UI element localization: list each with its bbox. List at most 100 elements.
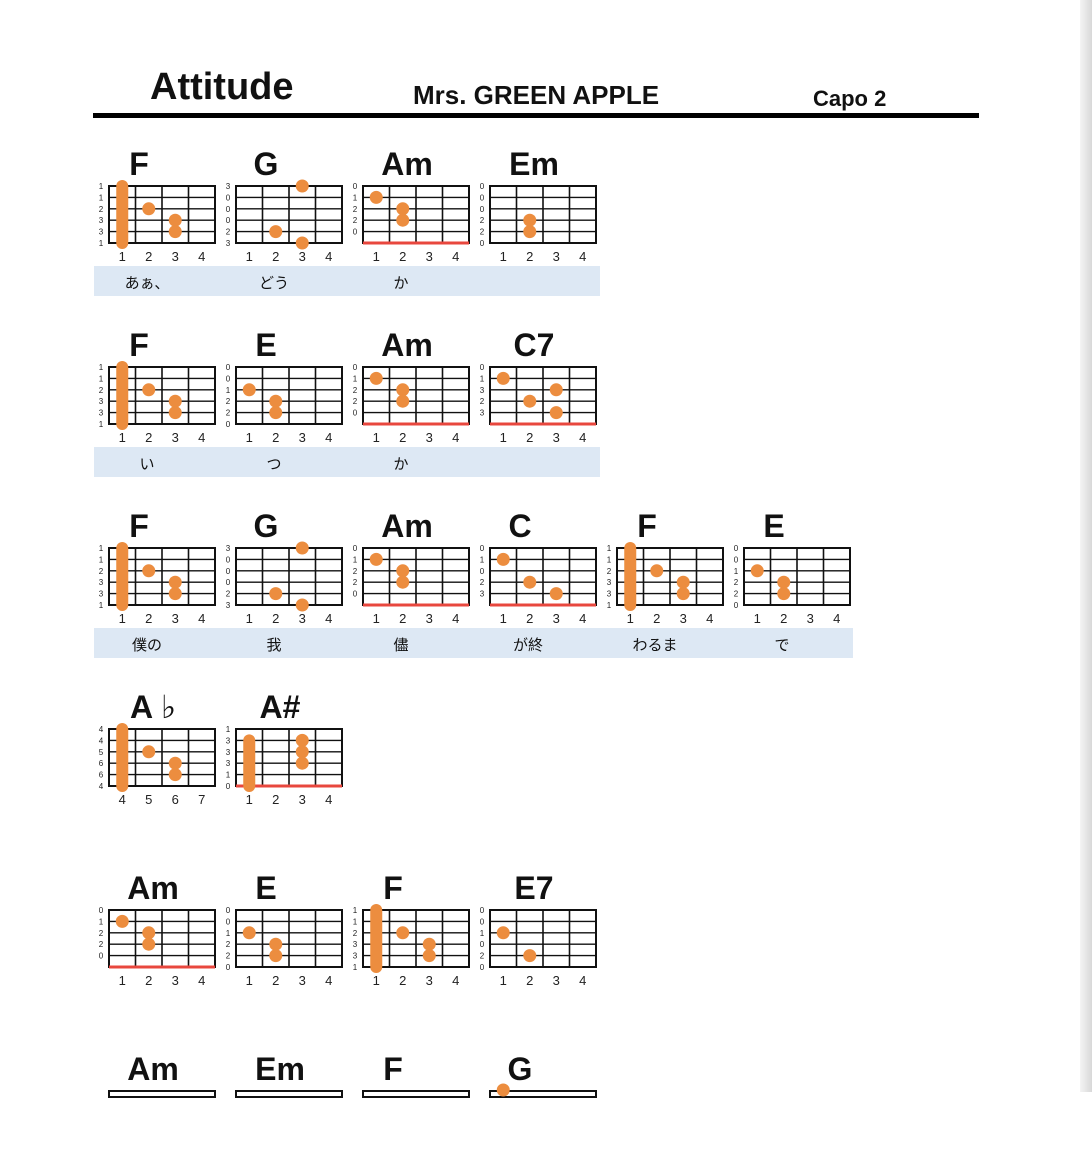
string-label: 3 bbox=[226, 544, 231, 553]
chord-name: E bbox=[763, 508, 784, 544]
fret-number: 4 bbox=[198, 249, 205, 264]
string-label: 0 bbox=[226, 917, 231, 926]
barre-mark bbox=[116, 180, 129, 249]
finger-dot bbox=[396, 383, 410, 397]
string-label: 1 bbox=[480, 555, 485, 564]
chord-diagram: F bbox=[362, 1051, 470, 1098]
string-label: 1 bbox=[99, 601, 104, 610]
string-label: 6 bbox=[99, 771, 104, 780]
fret-number: 4 bbox=[452, 430, 459, 445]
chord-name: Am bbox=[127, 870, 179, 906]
string-label: 3 bbox=[226, 239, 231, 248]
fret-number: 7 bbox=[198, 792, 205, 807]
fret-number: 3 bbox=[299, 792, 306, 807]
string-label: 0 bbox=[480, 906, 485, 915]
string-label: 2 bbox=[480, 397, 485, 406]
fret-number: 1 bbox=[500, 611, 507, 626]
finger-dot bbox=[168, 575, 182, 589]
finger-dot bbox=[242, 383, 256, 397]
chord-name: E bbox=[255, 327, 276, 363]
chord-name: G bbox=[254, 146, 279, 182]
finger-dot bbox=[295, 541, 309, 555]
finger-dot bbox=[295, 179, 309, 193]
lyric-text: か bbox=[393, 274, 409, 292]
string-label: 3 bbox=[99, 578, 104, 587]
fret-number: 3 bbox=[172, 430, 179, 445]
lyric-text: で bbox=[774, 636, 790, 654]
finger-dot bbox=[168, 213, 182, 227]
finger-dot bbox=[142, 745, 156, 759]
finger-dot bbox=[396, 394, 410, 408]
string-label: 3 bbox=[226, 748, 231, 757]
finger-dot bbox=[396, 213, 410, 227]
fret-number: 2 bbox=[272, 973, 279, 988]
lyric-text: 僕の bbox=[131, 636, 162, 654]
fret-number: 3 bbox=[172, 249, 179, 264]
string-label: 1 bbox=[99, 544, 104, 553]
string-label: 1 bbox=[99, 363, 104, 372]
lyric-text: わるま bbox=[632, 636, 678, 654]
fret-number: 4 bbox=[579, 611, 586, 626]
string-label: 3 bbox=[226, 182, 231, 191]
string-label: 2 bbox=[353, 567, 358, 576]
string-label: 0 bbox=[226, 963, 231, 972]
lyric-band bbox=[94, 628, 853, 658]
string-label: 2 bbox=[226, 590, 231, 599]
fret-number: 1 bbox=[119, 249, 126, 264]
fret-number: 2 bbox=[399, 249, 406, 264]
string-label: 1 bbox=[99, 917, 104, 926]
finger-dot bbox=[295, 598, 309, 612]
string-label: 2 bbox=[226, 397, 231, 406]
finger-dot bbox=[142, 937, 156, 951]
finger-dot bbox=[168, 394, 182, 408]
fret-number: 2 bbox=[145, 973, 152, 988]
chord-name: C7 bbox=[514, 327, 555, 363]
string-label: 2 bbox=[99, 929, 104, 938]
string-label: 2 bbox=[99, 205, 104, 214]
chord-name: F bbox=[383, 870, 403, 906]
string-label: 2 bbox=[480, 952, 485, 961]
chord-name: Am bbox=[381, 146, 433, 182]
fret-number: 3 bbox=[299, 249, 306, 264]
string-label: 3 bbox=[226, 601, 231, 610]
fret-number: 1 bbox=[246, 249, 253, 264]
finger-dot bbox=[422, 949, 436, 963]
string-label: 0 bbox=[226, 555, 231, 564]
chord-name: G bbox=[254, 508, 279, 544]
fret-number: 2 bbox=[526, 430, 533, 445]
lyric-text: 我 bbox=[266, 636, 282, 654]
fret-number: 2 bbox=[526, 249, 533, 264]
string-label: 1 bbox=[99, 182, 104, 191]
lyric-text: あぁ、 bbox=[124, 274, 170, 292]
finger-dot bbox=[168, 587, 182, 601]
finger-dot bbox=[523, 213, 537, 227]
string-label: 2 bbox=[353, 929, 358, 938]
fret-number: 3 bbox=[299, 430, 306, 445]
fret-number: 2 bbox=[272, 430, 279, 445]
chord-name: Em bbox=[255, 1051, 305, 1087]
chord-name: F bbox=[129, 327, 149, 363]
fret-number: 4 bbox=[579, 249, 586, 264]
fret-number: 1 bbox=[119, 611, 126, 626]
fret-number: 1 bbox=[373, 430, 380, 445]
fret-number: 2 bbox=[272, 611, 279, 626]
finger-dot bbox=[168, 225, 182, 239]
fret-number: 4 bbox=[833, 611, 840, 626]
string-label: 3 bbox=[99, 397, 104, 406]
string-label: 1 bbox=[226, 725, 231, 734]
string-label: 2 bbox=[480, 216, 485, 225]
string-label: 1 bbox=[99, 374, 104, 383]
string-label: 3 bbox=[226, 736, 231, 745]
fret-number: 3 bbox=[680, 611, 687, 626]
string-label: 2 bbox=[734, 578, 739, 587]
string-label: 2 bbox=[353, 205, 358, 214]
fret-number: 1 bbox=[246, 430, 253, 445]
finger-dot bbox=[295, 733, 309, 747]
fret-number: 4 bbox=[452, 249, 459, 264]
